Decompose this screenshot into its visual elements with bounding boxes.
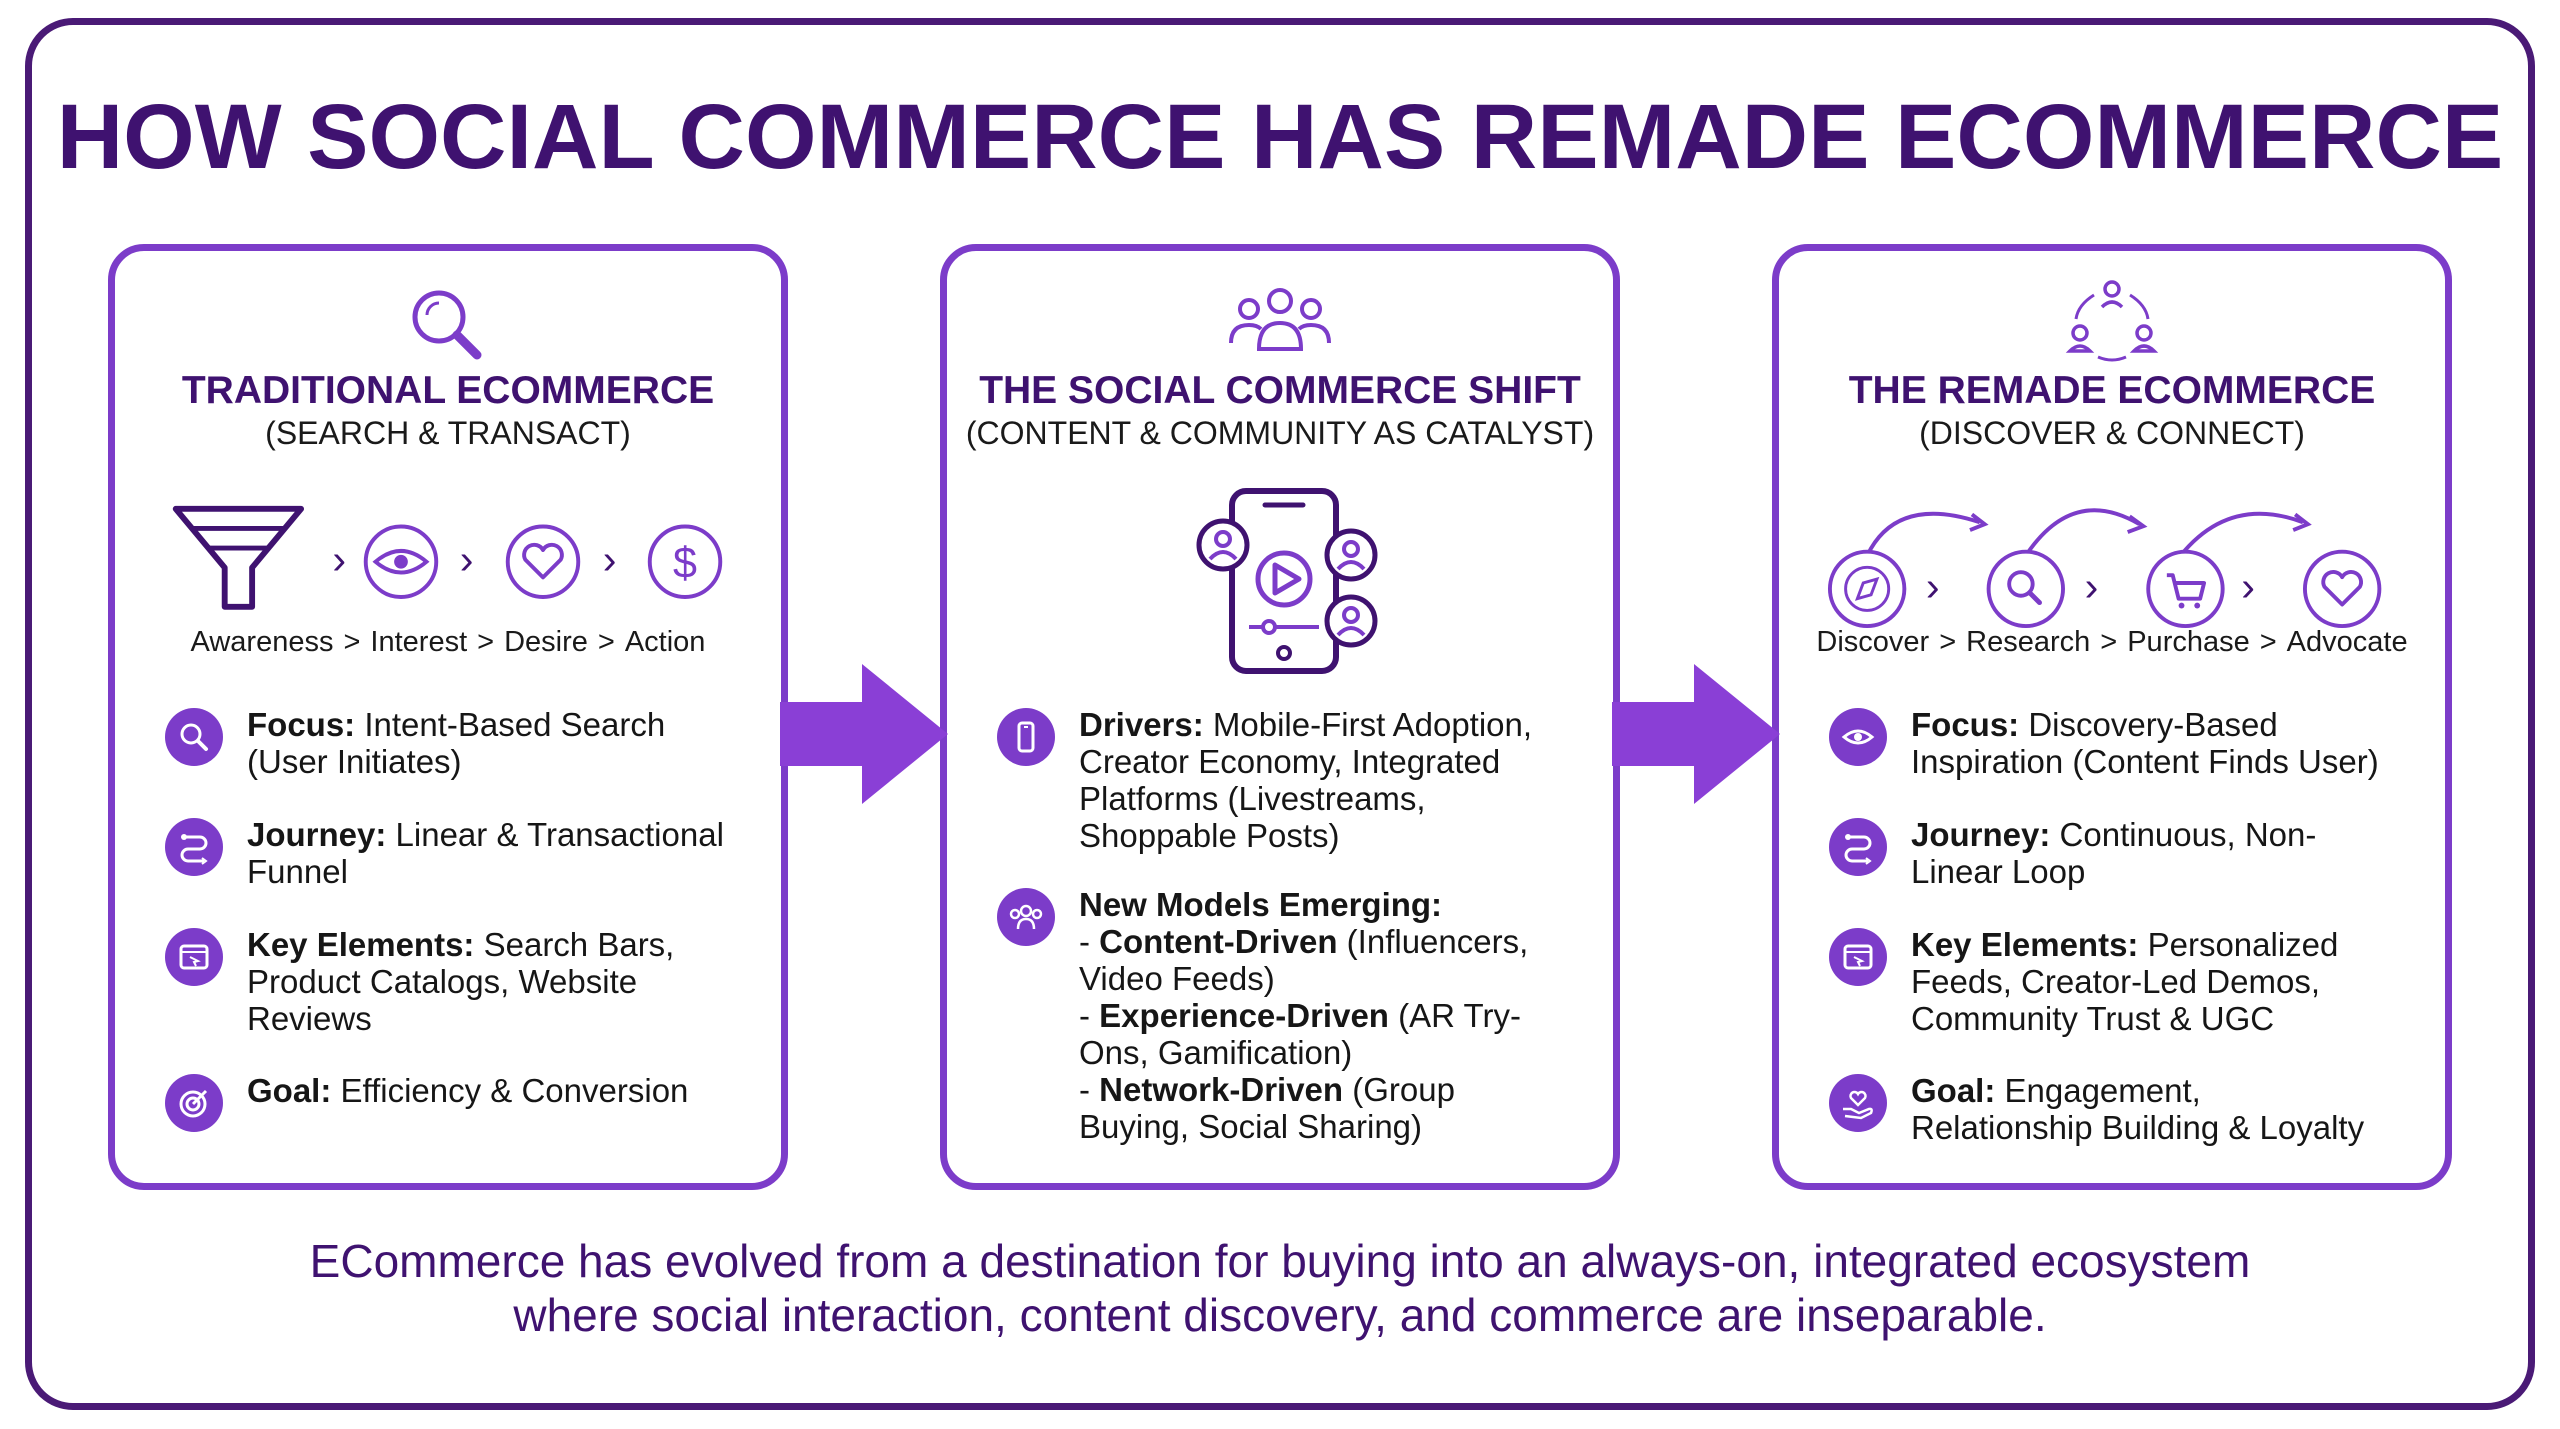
panel-title: TRADITIONAL ECOMMERCE [181,369,715,412]
panel-subtitle: (DISCOVER & CONNECT) [1919,415,2305,451]
flow-step: Desire [504,626,588,658]
list-item: Goal: Engagement, Relationship Building … [1829,1072,2389,1146]
summary-text: ECommerce has evolved from a destination… [0,1234,2560,1342]
eye-icon [363,524,439,599]
network-cycle-icon [2065,280,2159,362]
route-icon [1829,818,1887,876]
summary-line: where social interaction, content discov… [513,1289,2047,1341]
arrow-right-icon [780,664,948,804]
list-item: Key Elements: Personalized Feeds, Creato… [1829,926,2389,1037]
smartphone-icon [997,708,1055,766]
flow-step: Action [624,626,706,658]
svg-text:$: $ [673,539,697,587]
list-item: Key Elements: Search Bars, Product Catal… [165,926,725,1037]
search-icon [1986,549,2065,629]
panel-title: THE SOCIAL COMMERCE SHIFT [979,369,1581,412]
list-item: Journey: Linear & Transactional Funnel [165,816,725,890]
dollar-icon: $ [647,524,723,599]
cart-icon [2146,549,2225,629]
panel-subtitle: (CONTENT & COMMUNITY AS CATALYST) [965,415,1595,451]
chevron-right-icon: › [2085,564,2099,610]
list-item: Journey: Continuous, Non-Linear Loop [1829,816,2389,890]
route-icon [165,818,223,876]
heart-icon [2302,549,2382,629]
chevron-right-icon: › [603,536,617,582]
group-icon [997,888,1055,946]
search-icon [165,708,223,766]
chevron-right-icon: › [460,536,474,582]
panel-social-commerce-shift: THE SOCIAL COMMERCE SHIFT (CONTENT & COM… [940,244,1620,1190]
browser-window-icon [1829,928,1887,986]
loop-flow: › › › [1827,508,2382,629]
list-item: New Models Emerging: - Content-Driven (I… [997,886,1557,1145]
list-item: Focus: Intent-Based Search (User Initiat… [165,706,725,780]
flow-labels: Discover>Research>Purchase>Advocate [1816,626,2408,658]
chevron-right-icon: › [332,536,346,582]
list-item: Goal: Efficiency & Conversion [165,1072,725,1132]
smartphone-video-icon [1196,488,1378,674]
funnel-icon [172,505,305,610]
eye-icon [1829,708,1887,766]
panel-title: THE REMADE ECOMMERCE [1848,369,2376,412]
panel-subtitle: (SEARCH & TRANSACT) [265,415,631,451]
magnifier-icon [412,290,482,360]
flow-step: Interest [370,626,468,658]
target-icon [165,1074,223,1132]
summary-line: ECommerce has evolved from a destination… [309,1235,2251,1287]
list-item: Focus: Discovery-Based Inspiration (Cont… [1829,706,2389,780]
browser-window-icon [165,928,223,986]
arrow-right-icon [1612,664,1780,804]
chevron-right-icon: › [2241,564,2255,610]
flow-step: Research [1966,626,2091,658]
panel-traditional-ecommerce: TRADITIONAL ECOMMERCE (SEARCH & TRANSACT… [108,244,788,1190]
flow-step: Advocate [2286,626,2408,658]
flow-labels: Awareness>Interest>Desire>Action [190,626,706,658]
page-title: HOW SOCIAL COMMERCE HAS REMADE ECOMMERCE [56,86,2504,188]
community-icon [1229,288,1331,351]
funnel-flow: › › › $ [172,505,723,610]
flow-step: Awareness [190,626,334,658]
compass-icon [1827,549,1907,629]
chevron-right-icon: › [1926,564,1940,610]
list-item: Drivers: Mobile-First Adoption, Creator … [997,706,1557,854]
heart-icon [505,524,581,599]
panel-remade-ecommerce: THE REMADE ECOMMERCE (DISCOVER & CONNECT… [1772,244,2452,1190]
flow-step: Purchase [2127,626,2250,658]
heart-hand-icon [1829,1074,1887,1132]
flow-step: Discover [1816,626,1930,658]
